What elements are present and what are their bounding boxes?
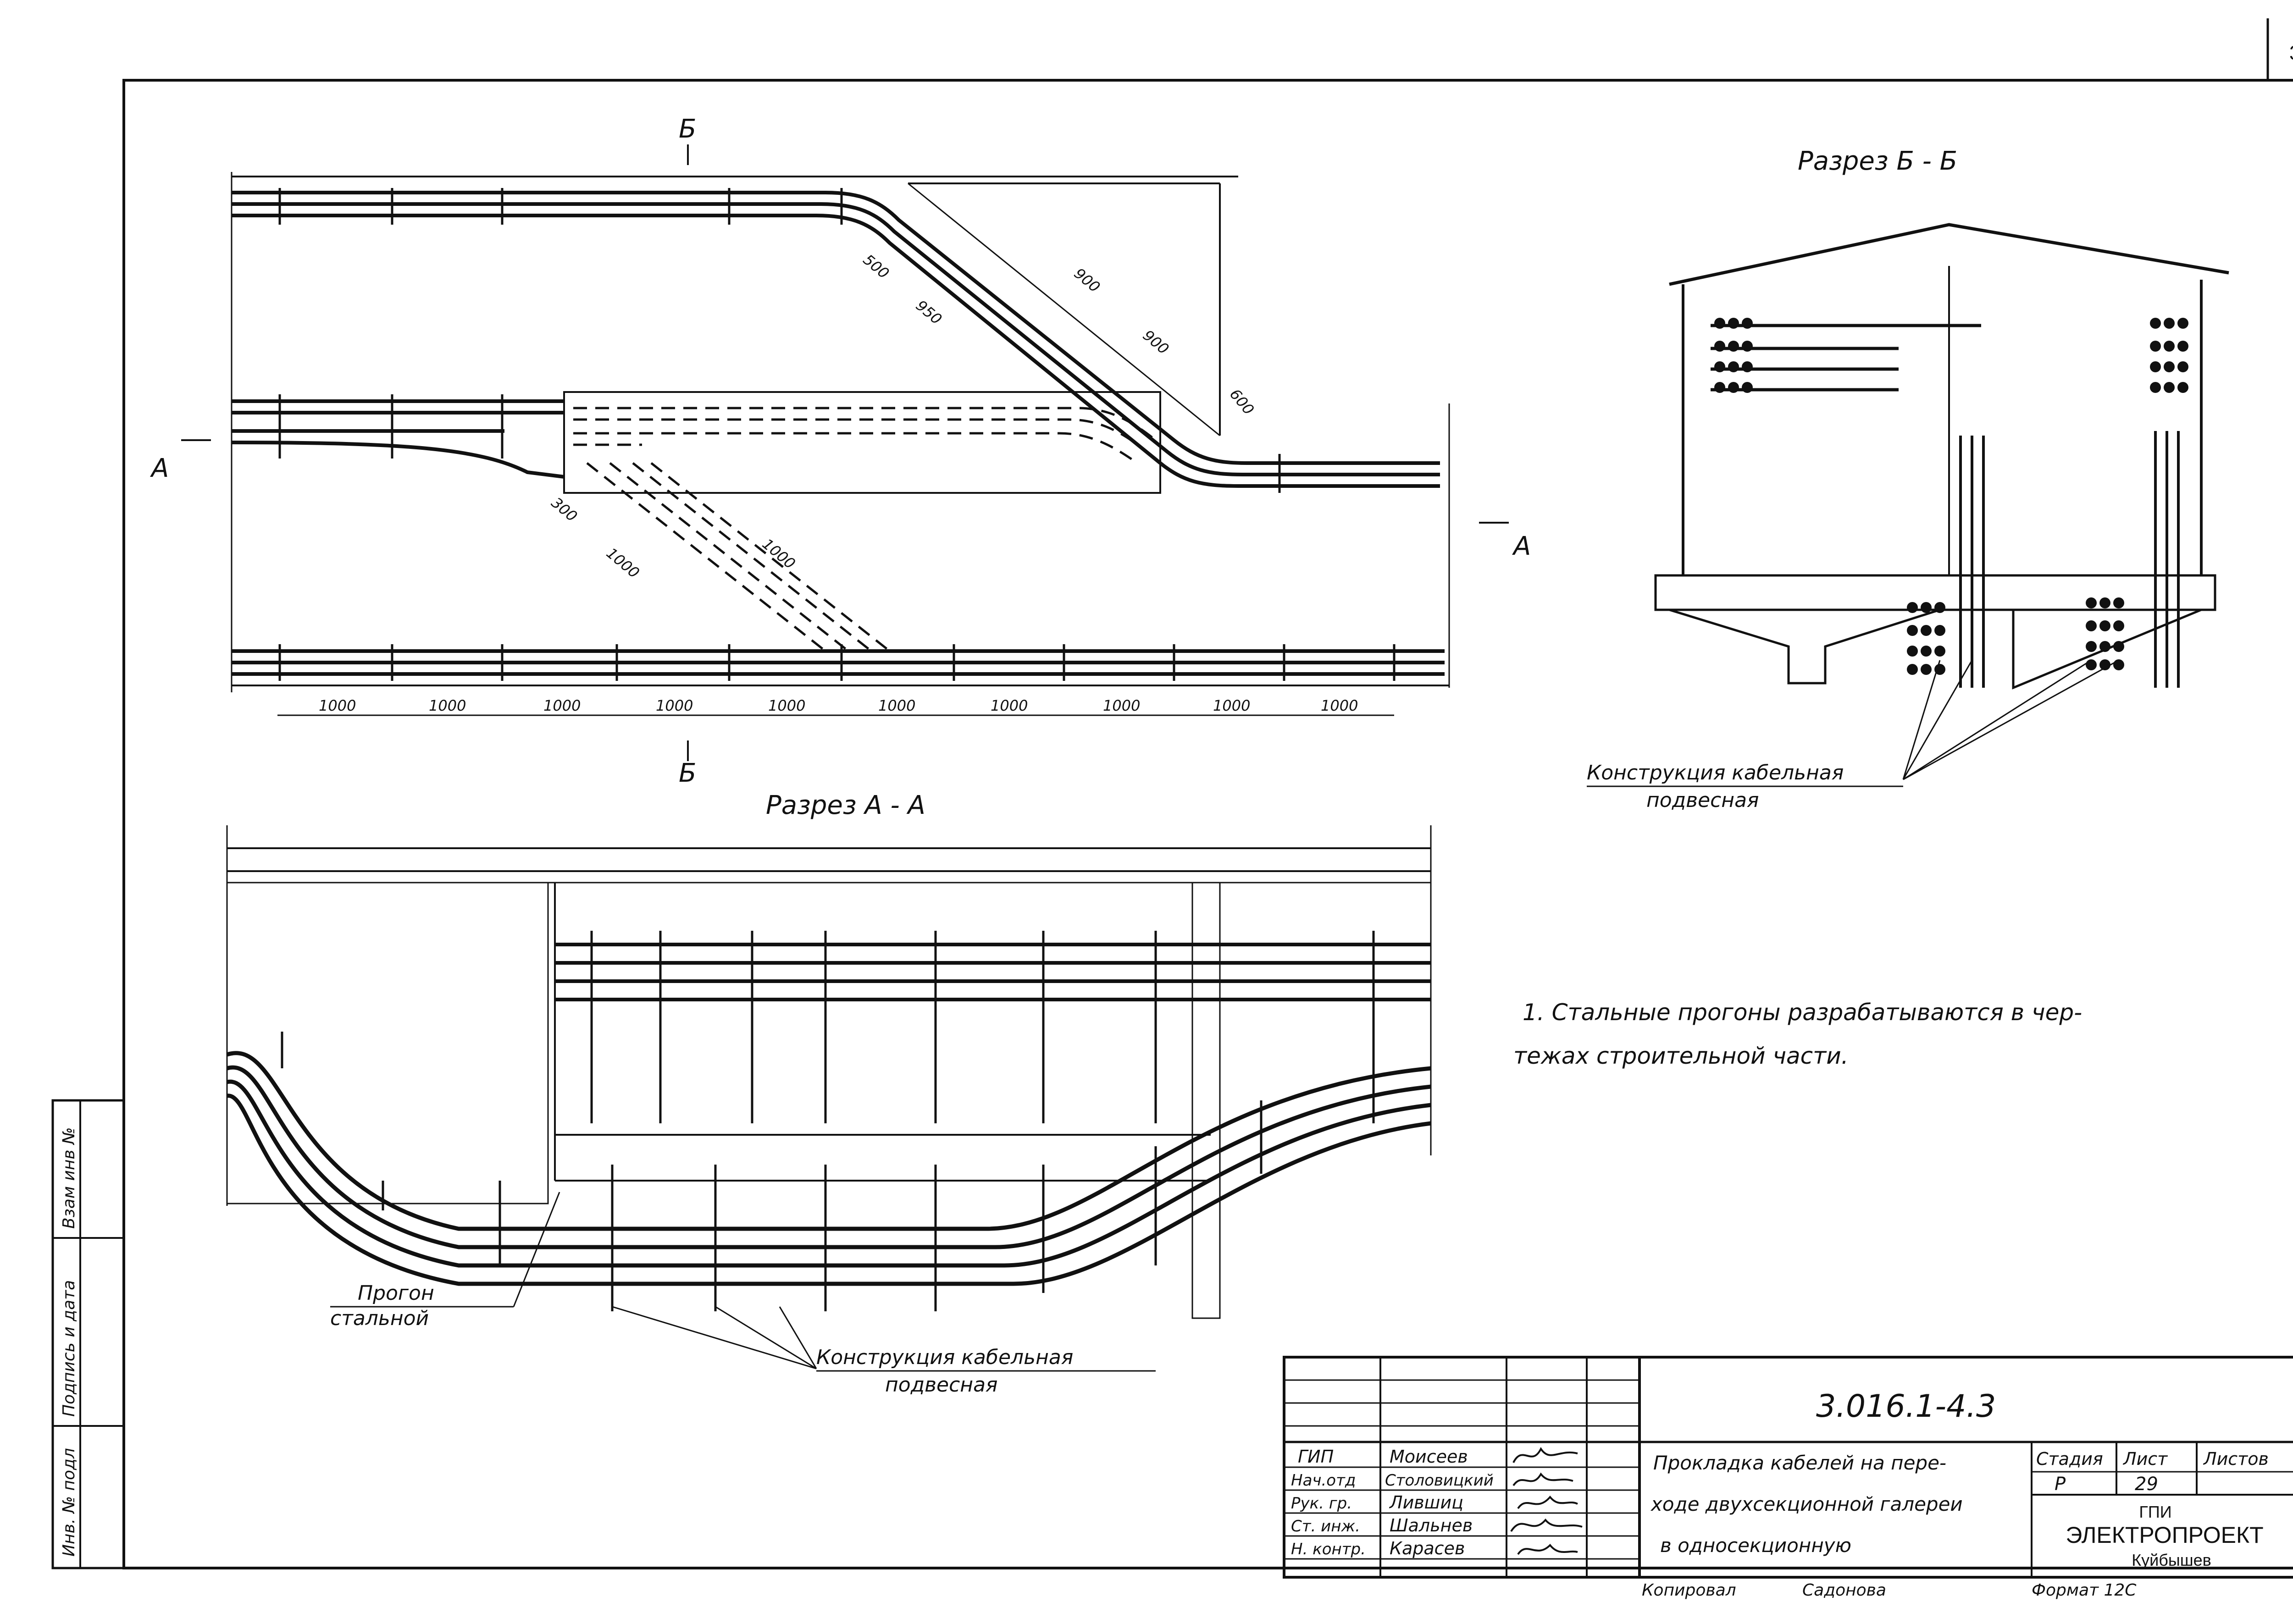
section-bb-risers [1959,431,2180,688]
note-line1: 1. Стальные прогоны разрабатываются в че… [1523,999,2082,1026]
role-st-inzh: Ст. инж. [1291,1517,1360,1536]
org-line1: ГПИ [2139,1502,2171,1521]
section-bb-callout-line1: Конструкция кабельная [1587,761,1844,784]
name-karasev: Карасев [1390,1538,1465,1558]
section-aa-callout-line2: подвесная [885,1373,998,1397]
stage-header: Стадия [2036,1449,2103,1469]
side-stamp-replaced-inv: Взам инв № [60,1127,78,1229]
plan-dim-7: 1000 [991,697,1028,714]
plan-dim-6: 1000 [878,697,915,714]
sheets-header: Листов [2203,1449,2269,1469]
section-aa-upper-cables [555,943,1431,1001]
section-aa-wall-block [226,882,549,1204]
section-bb-ceiling-cables [1711,324,1981,392]
section-aa-purlin-line2: стальной [330,1307,429,1330]
plan-dim-9: 1000 [1213,697,1250,714]
role-gip: ГИП [1298,1447,1334,1467]
section-bb-beam-left [1669,608,1940,685]
side-stamp-signature-date: Подпись и дата [60,1280,78,1417]
plan-dim-2: 1000 [429,697,466,714]
name-shalnev: Шальнев [1390,1515,1473,1536]
section-mark-a-left: А [150,453,169,483]
role-ruk-gr: Рук. гр. [1291,1494,1352,1513]
plan-dim-3: 1000 [543,697,581,714]
signature-scribbles [1510,1447,1583,1555]
side-stamp: Инв. № подл Подпись и дата Взам инв № [51,1099,125,1569]
sheet-header: Лист [2122,1449,2168,1469]
page-number: 32 [2289,42,2293,64]
title-line2: ходе двухсекционной галереи [1650,1493,1963,1515]
section-aa-callout-line1: Конструкция кабельная [816,1346,1073,1369]
section-mark-b-bottom: Б [679,758,696,788]
section-bb-callout-line2: подвесная [1646,789,1759,812]
plan-hangers [278,188,1396,681]
section-bb-leader-lines [1902,659,2119,780]
name-moiseev: Моисеев [1390,1447,1468,1467]
section-bb-title: Разрез Б - Б [1798,146,1957,176]
org-line2: ЭЛЕКТРОПРОЕКТ [2066,1522,2263,1548]
title-block-designation: 3.016.1-4.3 [1816,1388,1996,1425]
title-line3: в односекционную [1660,1534,1851,1557]
section-aa-purlin-line1: Прогон [358,1282,434,1305]
section-aa-leader-lines [612,1306,817,1370]
footer-format: Формат 12С [2032,1581,2137,1600]
plan-hidden-cables [573,407,1157,652]
plan-dim-10: 1000 [1321,697,1358,714]
title-block: 3.016.1-4.3 ГИП Нач.отд Рук. гр. Ст. инж… [1283,1356,2293,1600]
note-line2: тежах строительной части. [1513,1043,1849,1069]
name-livshits: Лившиц [1389,1492,1463,1513]
plan-diag-dim-500: 500 [860,251,892,282]
plan-dim-8: 1000 [1103,697,1140,714]
org-line3: Куйбышев [2132,1551,2211,1569]
sheet-value: 29 [2135,1474,2158,1495]
section-aa-title: Разрез А - А [766,790,925,820]
role-n-kontr: Н. контр. [1291,1540,1366,1558]
footer-copied: Копировал [1642,1581,1736,1600]
section-aa-purlin-leader [513,1192,560,1307]
plan-diag-dim-300: 300 [548,494,581,525]
plan-diag-dim-900b: 900 [1140,326,1172,358]
section-mark-a-right: А [1512,531,1531,561]
section-bb-roof [1669,223,2229,286]
section-bb: Разрез Б - Б [1587,146,2229,812]
role-nach-otd: Нач.отд [1291,1471,1356,1490]
sheet-frame [122,79,2293,1569]
section-mark-b-top: Б [679,114,696,144]
footer-copier: Садонова [1802,1581,1886,1600]
plan-dim-5: 1000 [768,697,805,714]
plan-diag-dim-950: 950 [913,297,945,328]
plan-dim-1: 1000 [319,697,356,714]
plan-diag-dim-600: 600 [1226,386,1257,418]
section-aa: Разрез А - А [226,790,1432,1397]
section-bb-cable-dots [1714,318,2188,675]
section-aa-transition-cables [226,1051,1431,1286]
plan-dim-4: 1000 [656,697,693,714]
plan-bottom-cable-run [232,649,1445,676]
plan-purlin-diagonal [908,182,1220,436]
title-line1: Прокладка кабелей на пере- [1653,1452,1946,1474]
plan-diag-dim-900a: 900 [1071,265,1103,296]
stage-value: Р [2055,1474,2066,1495]
plan-middle-cable-run [231,399,565,479]
plan-top-cable-run [232,191,1440,488]
plan-view: 1000 1000 1000 1000 1000 1000 1000 1000 … [150,114,1531,788]
section-bb-beam-right [2012,608,2202,690]
plan-diag-dim-1000a: 1000 [603,544,643,581]
plan-lower-slab [563,391,1161,494]
name-stolovitsky: Столовицкий [1385,1471,1494,1490]
section-aa-hangers [281,931,1375,1311]
section-aa-column-right [1191,882,1221,1319]
side-stamp-inv-podl: Инв. № подл [60,1448,78,1557]
